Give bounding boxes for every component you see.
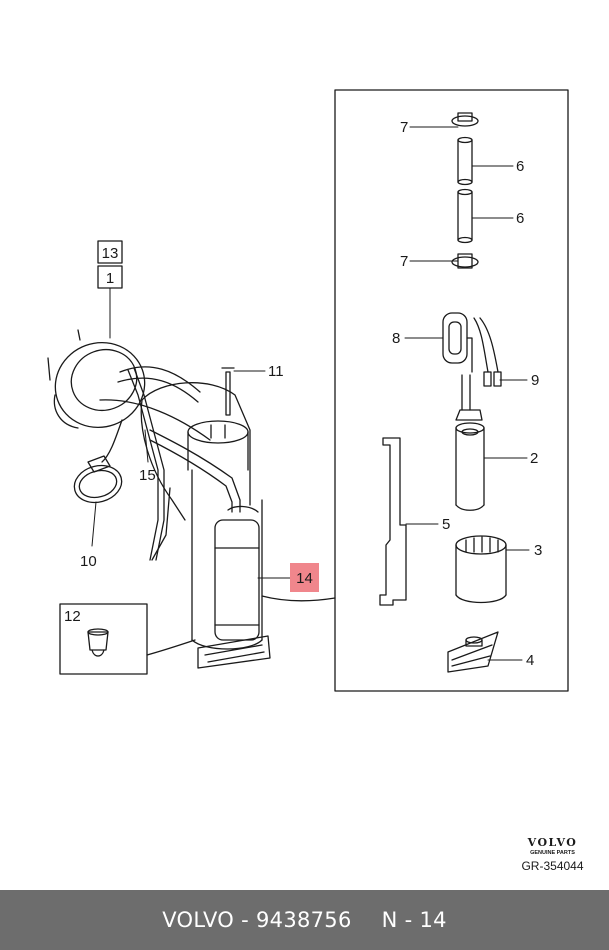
footer-separator: -: [241, 908, 250, 932]
drawing-code: GR-354044: [521, 859, 584, 873]
part-label-15[interactable]: 15: [139, 467, 156, 484]
pump-detail-drawing: [379, 112, 507, 673]
part-label-12[interactable]: 12: [64, 608, 81, 625]
hose-clamp-drawing: [73, 455, 123, 504]
part-label-6-lower[interactable]: 6: [516, 210, 524, 227]
part-label-13[interactable]: 13: [102, 245, 119, 262]
part-label-1[interactable]: 1: [106, 270, 114, 287]
fuel-pump-module-drawing: [47, 329, 271, 669]
part-label-6-upper[interactable]: 6: [516, 158, 524, 175]
leader-lines: [91, 126, 530, 661]
part-label-14[interactable]: 14: [296, 570, 313, 587]
part-1-box: [97, 265, 123, 289]
footer-position: N - 14: [381, 908, 447, 932]
part-12-box: [59, 603, 148, 675]
part-label-2[interactable]: 2: [530, 450, 538, 467]
part-13-box: [97, 240, 123, 264]
footer-brand: VOLVO: [162, 908, 235, 932]
volvo-logo: VOLVO: [527, 836, 578, 849]
grommet-drawing: [87, 628, 109, 657]
part-label-8[interactable]: 8: [392, 330, 400, 347]
detail-frame: [334, 89, 569, 692]
leader-12: [146, 639, 196, 656]
footer-bar: VOLVO - 9438756 N - 14: [0, 890, 609, 950]
volvo-brand-block: VOLVO GENUINE PARTS GR-354044: [505, 836, 600, 873]
footer-part-number: 9438756: [256, 908, 352, 932]
part-label-4[interactable]: 4: [526, 652, 534, 669]
part-label-5[interactable]: 5: [442, 516, 450, 533]
part-label-9[interactable]: 9: [531, 372, 539, 389]
exploded-parts-diagram: 13 1 11 15 10 12 14 7 6 6 7 8 9 2 5 3 4: [47, 89, 569, 692]
part-label-10[interactable]: 10: [80, 553, 97, 570]
part-label-7-bottom[interactable]: 7: [400, 253, 408, 270]
part-label-3[interactable]: 3: [534, 542, 542, 559]
part-14-highlight: [290, 563, 319, 592]
part-label-11[interactable]: 11: [268, 363, 284, 380]
leader-frame: [261, 595, 336, 602]
part-label-7-top[interactable]: 7: [400, 119, 408, 136]
genuine-parts-tagline: GENUINE PARTS: [530, 850, 575, 856]
